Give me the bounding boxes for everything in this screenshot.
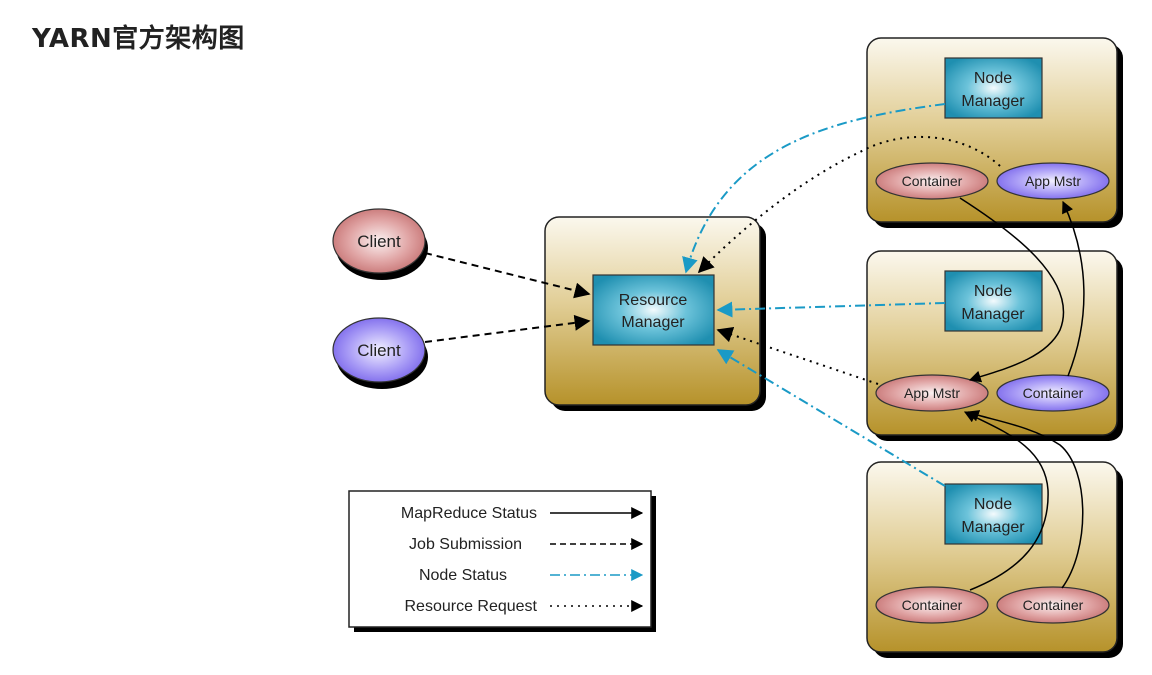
svg-text:Container: Container bbox=[902, 597, 963, 613]
node-2-app-master: App Mstr bbox=[875, 374, 989, 412]
svg-text:Node: Node bbox=[974, 496, 1012, 513]
legend-mapreduce-status: MapReduce Status bbox=[401, 505, 537, 522]
svg-text:Node: Node bbox=[974, 283, 1012, 300]
svg-text:Manager: Manager bbox=[961, 519, 1025, 536]
node-manager-3: Node Manager bbox=[944, 483, 1043, 545]
node-3-container-2: Container bbox=[996, 586, 1110, 624]
edge-mapreduce-4 bbox=[966, 410, 1084, 589]
svg-text:Container: Container bbox=[902, 173, 963, 189]
edge-mapreduce-2 bbox=[1062, 200, 1085, 377]
svg-text:App Mstr: App Mstr bbox=[904, 385, 960, 401]
resource-manager bbox=[592, 274, 715, 346]
legend: MapReduce Status Job Submission Node Sta… bbox=[348, 490, 656, 632]
legend-job-submission: Job Submission bbox=[409, 536, 522, 553]
page-title: YARN官方架构图 bbox=[32, 24, 245, 54]
edge-node-status-1 bbox=[682, 103, 946, 274]
svg-text:App Mstr: App Mstr bbox=[1025, 173, 1081, 189]
svg-text:Node: Node bbox=[974, 70, 1012, 87]
node-manager-2: Node Manager bbox=[944, 270, 1043, 332]
edge-resource-request-2 bbox=[716, 327, 879, 385]
edge-mapreduce-1 bbox=[959, 197, 1065, 383]
svg-text:Manager: Manager bbox=[961, 306, 1025, 323]
legend-resource-request: Resource Request bbox=[404, 598, 537, 615]
edge-node-status-2 bbox=[716, 301, 946, 318]
svg-text:Manager: Manager bbox=[961, 93, 1025, 110]
client-2: Client bbox=[332, 317, 428, 389]
resource-manager-label-2: Manager bbox=[621, 314, 685, 331]
edge-mapreduce-3 bbox=[963, 411, 1049, 591]
edge-node-status-3 bbox=[716, 349, 946, 487]
svg-text:Client: Client bbox=[357, 341, 401, 360]
node-2-container: Container bbox=[996, 374, 1110, 412]
edge-job-submission-1 bbox=[424, 252, 591, 299]
svg-text:Client: Client bbox=[357, 232, 401, 251]
edge-job-submission-2 bbox=[424, 314, 591, 343]
client-1: Client bbox=[332, 208, 428, 280]
node-1-app-master: App Mstr bbox=[996, 162, 1110, 200]
node-manager-1: Node Manager bbox=[944, 57, 1043, 119]
node-3-container-1: Container bbox=[875, 586, 989, 624]
node-1-container: Container bbox=[875, 162, 989, 200]
resource-manager-box: Resource Manager bbox=[544, 216, 766, 411]
svg-text:Container: Container bbox=[1023, 597, 1084, 613]
svg-text:Container: Container bbox=[1023, 385, 1084, 401]
resource-manager-label-1: Resource bbox=[619, 292, 688, 309]
legend-node-status: Node Status bbox=[419, 567, 507, 584]
